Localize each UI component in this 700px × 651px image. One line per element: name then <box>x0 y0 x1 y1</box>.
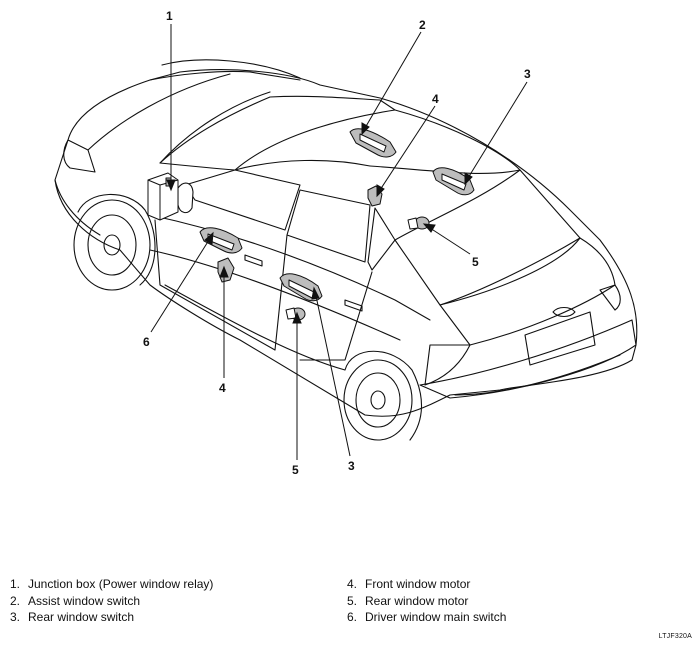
callout-3-top: 3 <box>524 67 531 81</box>
arrowhead-2 <box>361 122 370 136</box>
callout-4-top: 4 <box>432 92 439 106</box>
legend-text: Junction box (Power window relay) <box>28 577 214 591</box>
front-wheel <box>73 193 156 291</box>
legend-item-assist-window-switch: 2. Assist window switch <box>10 593 213 610</box>
legend-text: Rear window motor <box>365 593 469 608</box>
legend-column-right: 4. Front window motor 5. Rear window motor… <box>347 576 506 626</box>
front-door-handle <box>244 254 263 267</box>
callout-3-bottom: 3 <box>348 459 355 473</box>
side-crease <box>149 249 401 341</box>
callout-2: 2 <box>419 18 426 32</box>
callout-6: 6 <box>143 335 150 349</box>
legend-text: Front window motor <box>365 577 471 591</box>
legend-number: 4. <box>347 577 358 591</box>
leader-5-right <box>429 227 471 255</box>
legend-item-rear-window-motor: 5. Rear window motor <box>347 593 506 610</box>
leader-lines <box>150 24 528 460</box>
hood-crease <box>149 70 301 81</box>
door-split <box>274 234 288 351</box>
legend-item-rear-window-switch: 3. Rear window switch <box>10 609 213 626</box>
driver-window-main-switch <box>199 227 243 254</box>
component-legend: 1. Junction box (Power window relay) 2. As… <box>0 576 700 636</box>
rear-bumper-lower <box>454 354 621 396</box>
legend-item-front-window-motor: 4. Front window motor <box>347 576 506 593</box>
arrowhead-1 <box>166 179 176 192</box>
roof-line-front <box>234 159 371 171</box>
legend-number: 1. <box>10 577 21 591</box>
callout-5-right: 5 <box>472 255 479 269</box>
rear-wheel <box>343 350 423 441</box>
component-location-diagram: 1 2 3 4 5 6 4 5 3 <box>54 9 638 477</box>
leader-6 <box>150 239 210 333</box>
beltline <box>149 214 431 321</box>
tail-light <box>424 344 471 386</box>
legend-column-left: 1. Junction box (Power window relay) 2. As… <box>10 576 213 626</box>
legend-number: 3. <box>10 610 21 624</box>
assist-window-switch <box>349 128 397 158</box>
arrowhead-3-bottom <box>311 286 320 300</box>
arrowhead-4-bottom <box>219 265 229 278</box>
figure-code: LTJF320A <box>658 633 692 640</box>
side-mirror <box>177 182 194 214</box>
front-door-edge <box>154 219 276 351</box>
callout-4-bottom: 4 <box>219 381 226 395</box>
legend-number: 5. <box>347 593 358 608</box>
front-door-window <box>184 169 301 231</box>
legend-item-driver-window-main-switch: 6. Driver window main switch <box>347 609 506 626</box>
arrowhead-6 <box>204 231 214 245</box>
trunk-lid <box>439 237 616 346</box>
callout-5-bottom: 5 <box>292 463 299 477</box>
rear-window-motor-bottom <box>285 307 306 321</box>
legend-number: 6. <box>347 610 358 624</box>
leader-3-bottom <box>315 295 351 457</box>
rocker-panel <box>164 284 346 371</box>
headlight <box>63 139 96 173</box>
legend-text: Driver window main switch <box>365 610 507 624</box>
legend-text: Rear window switch <box>28 610 135 624</box>
rear-door-window <box>286 189 371 263</box>
hood-bulge <box>161 59 301 79</box>
legend-number: 2. <box>10 593 21 608</box>
quarter-window <box>367 207 396 271</box>
arrowhead-5-bottom <box>292 311 302 324</box>
arrowhead-4-top <box>376 184 385 198</box>
tail-light-right <box>599 284 621 311</box>
car-body-outline <box>54 69 638 417</box>
hood-line-right <box>159 91 271 164</box>
roof-outer <box>394 109 521 171</box>
leader-2 <box>364 31 422 129</box>
legend-text: Assist window switch <box>28 593 141 608</box>
legend-item-junction-box: 1. Junction box (Power window relay) <box>10 576 213 593</box>
car-illustration <box>54 59 638 441</box>
arrowhead-5-right <box>422 223 436 233</box>
callout-numbers: 1 2 3 4 5 6 4 5 3 <box>143 9 531 477</box>
windshield <box>159 95 396 171</box>
trunk-emblem <box>552 306 576 318</box>
leader-4-top <box>379 105 436 191</box>
rear-window-switch-bottom <box>279 273 323 302</box>
leader-3-top <box>467 81 528 179</box>
license-plate-recess <box>524 311 596 366</box>
hood-line-left <box>87 73 231 151</box>
arrowhead-3-top <box>464 172 473 186</box>
rear-window-motor-right <box>407 216 430 230</box>
callout-1: 1 <box>166 9 173 23</box>
front-bumper <box>54 179 101 236</box>
rear-window-switch-top <box>432 167 475 196</box>
rear-door-handle <box>344 299 363 312</box>
